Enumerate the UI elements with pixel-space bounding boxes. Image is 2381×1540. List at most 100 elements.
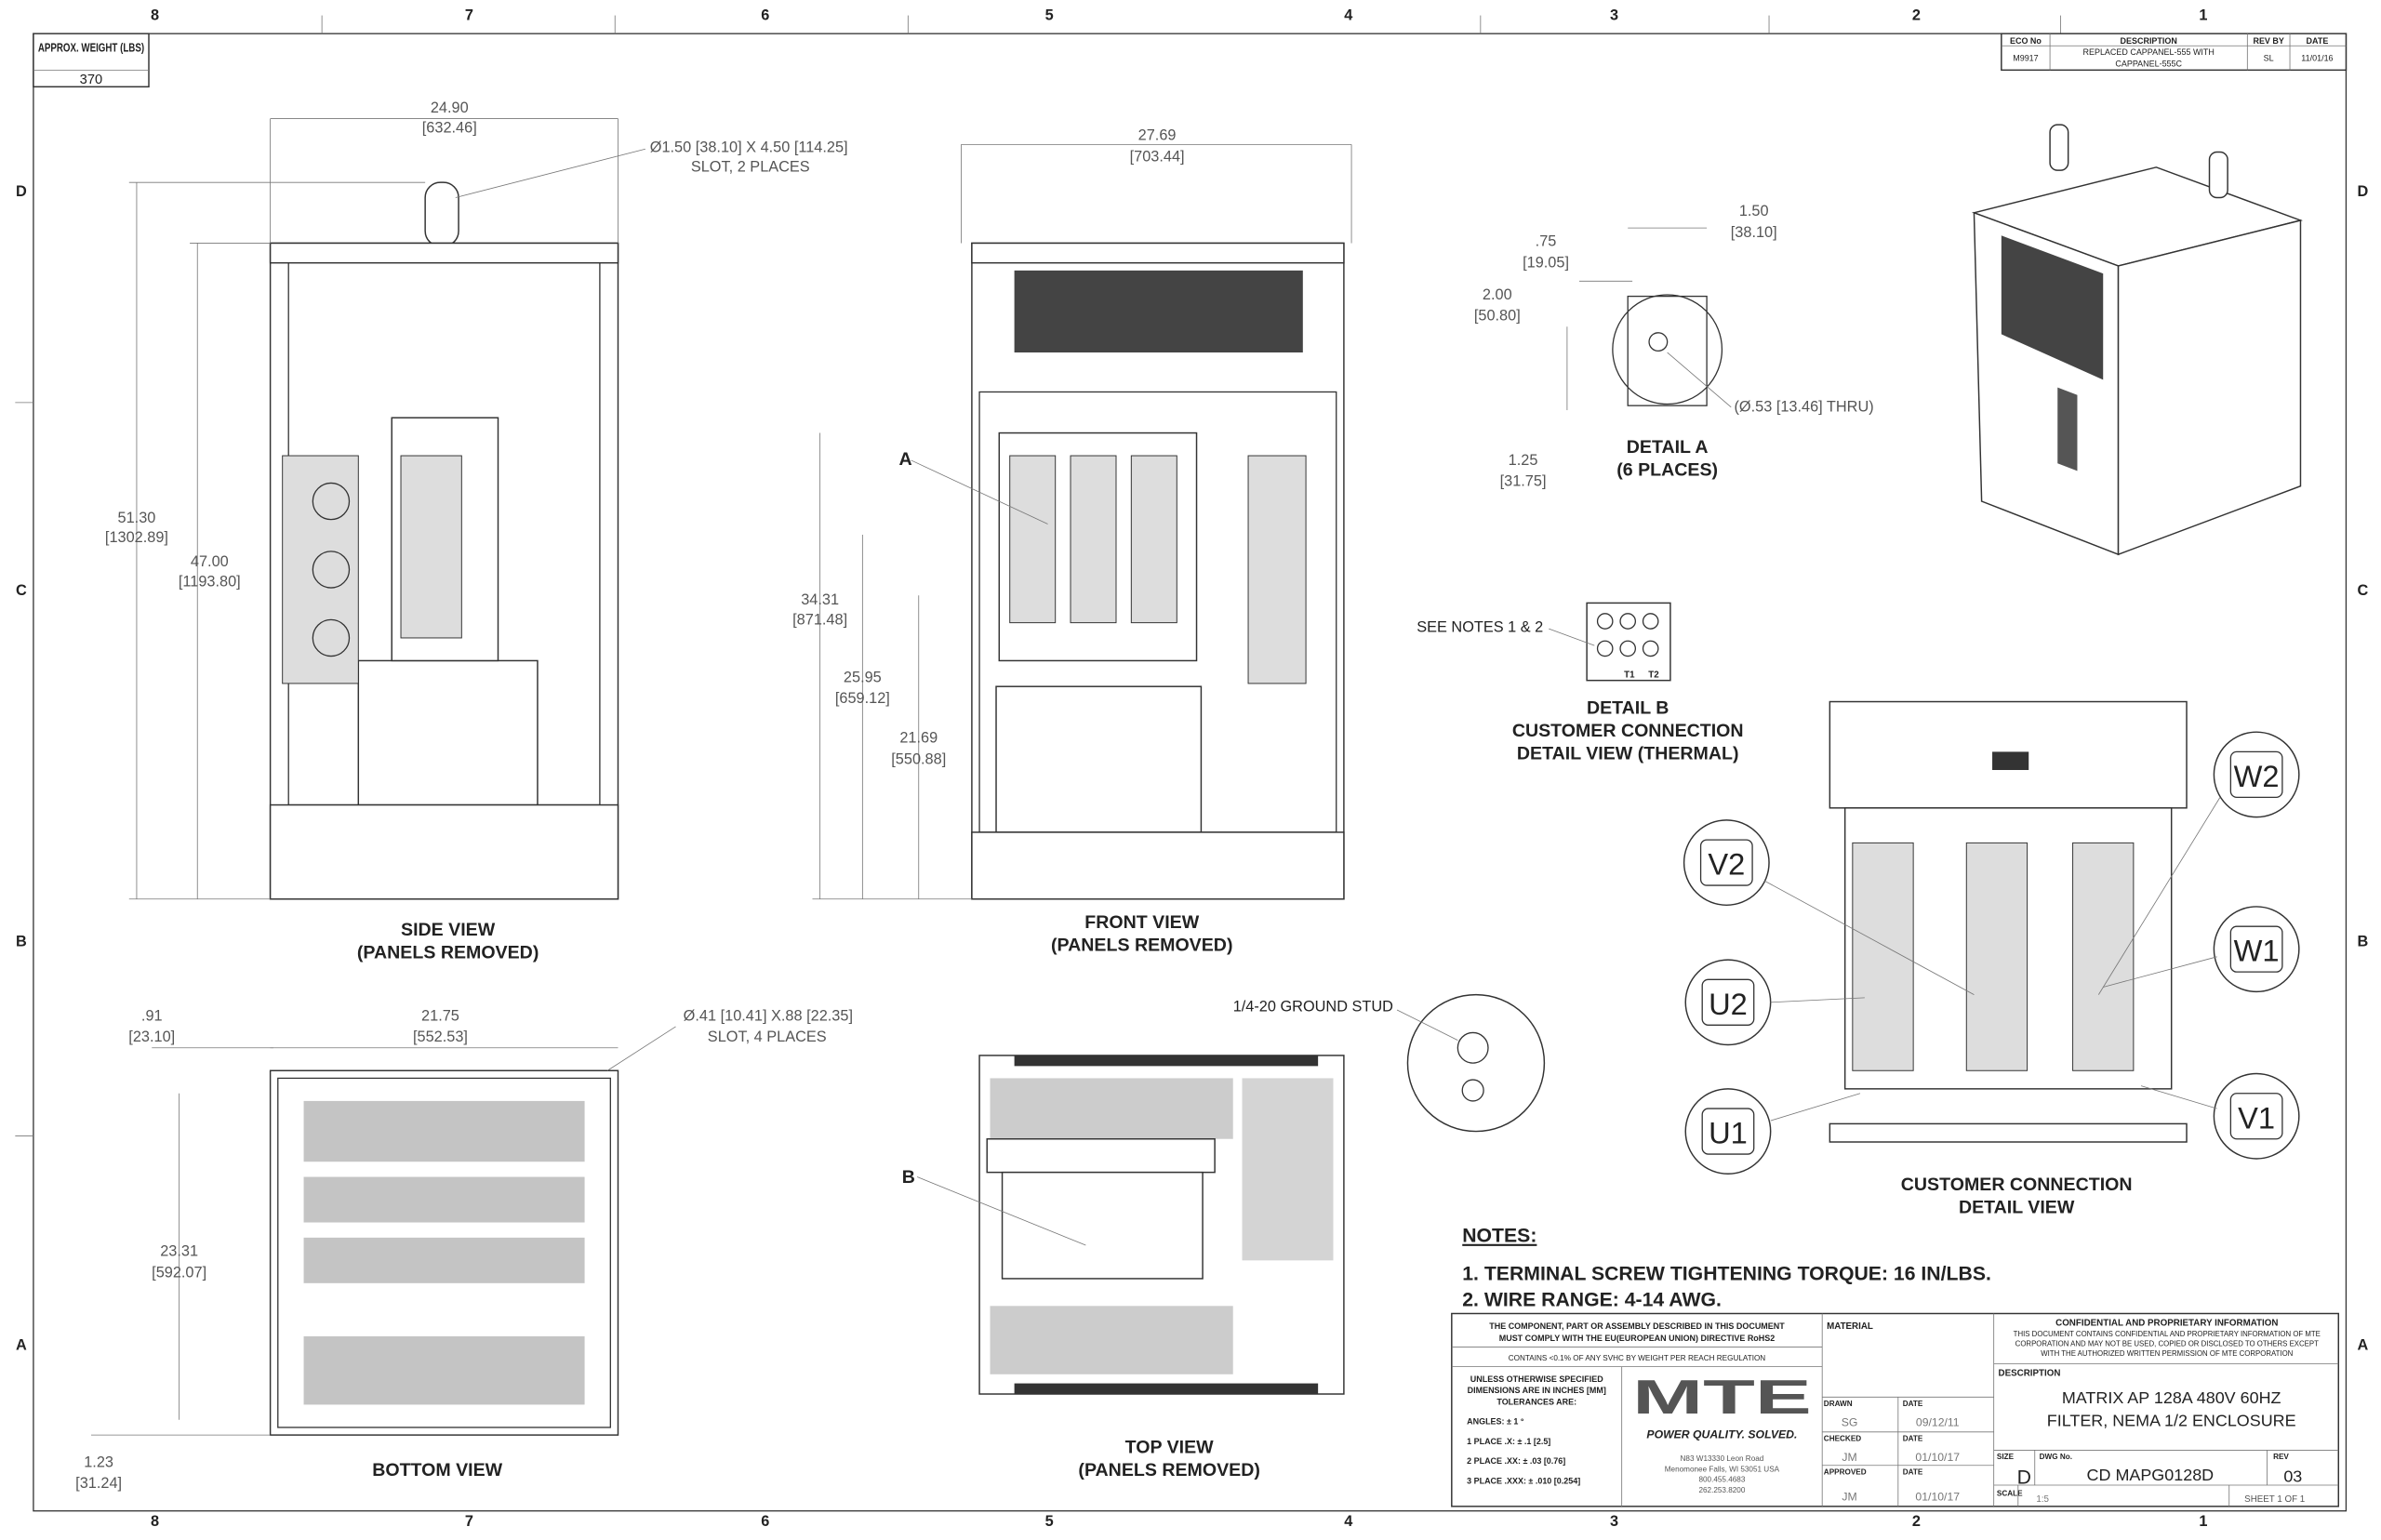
zone-row: A [16, 1337, 27, 1354]
dim: 23.31 [160, 1242, 198, 1259]
approved-by: JM [1842, 1490, 1856, 1503]
zone-col: 4 [1344, 7, 1352, 23]
approved-label: APPROVED [1824, 1468, 1867, 1477]
scale-label: SCALE [1997, 1489, 2023, 1497]
tolerance-text: UNLESS OTHERWISE SPECIFIED [1470, 1374, 1603, 1384]
dim-overall-height: 51.30 [118, 510, 156, 526]
tolerance-1place: 1 PLACE .X: ± .1 [2.5] [1467, 1437, 1550, 1446]
detail-a: .75 [19.05] 1.50 [38.10] 2.00 [50.80] 1.… [1474, 203, 1874, 490]
description-line: MATRIX AP 128A 480V 60HZ [2062, 1388, 2281, 1407]
zone-row: D [16, 183, 27, 200]
address-line: Menomonee Falls, WI 53051 USA [1665, 1465, 1780, 1473]
slot-note: SLOT, 2 PLACES [691, 159, 810, 176]
rev-header: ECO No [2010, 36, 2042, 46]
zone-row: C [16, 582, 27, 599]
dim-height-mm: [550.88] [891, 750, 946, 767]
terminal-u2: U2 [1709, 987, 1748, 1021]
checked-date: 01/10/17 [1915, 1451, 1960, 1464]
rev-header: DESCRIPTION [2121, 36, 2177, 46]
detail-subtitle: (6 PLACES) [1616, 459, 1718, 480]
zone-col: 6 [761, 7, 769, 23]
zone-col: 3 [1610, 1513, 1618, 1530]
notes: NOTES: 1. TERMINAL SCREW TIGHTENING TORQ… [1462, 1226, 1991, 1311]
rev-label: REV [2273, 1453, 2289, 1461]
drawing-number: CD MAPG0128D [2087, 1466, 2215, 1484]
address-line: N83 W13330 Leon Road [1681, 1454, 1764, 1463]
slot-note: Ø1.50 [38.10] X 4.50 [114.25] [650, 139, 848, 156]
rev-header: DATE [2307, 36, 2329, 46]
tolerance-text: DIMENSIONS ARE IN INCHES [MM] [1468, 1386, 1606, 1395]
dim-mm: [552.53] [413, 1029, 468, 1045]
notes-heading: NOTES: [1462, 1226, 1536, 1247]
title-block: THE COMPONENT, PART OR ASSEMBLY DESCRIBE… [1451, 1312, 2340, 1507]
dim-width-mm: [703.44] [1130, 148, 1185, 165]
tolerance-3place: 3 PLACE .XXX: ± .010 [0.254] [1467, 1476, 1580, 1485]
view-title: CUSTOMER CONNECTION [1901, 1175, 2133, 1195]
zone-col: 5 [1045, 7, 1054, 23]
date-label: DATE [1903, 1468, 1923, 1477]
front-view: A 27.69 [703.44] 34.31 [871.48] 25.95 [6… [792, 126, 1352, 955]
callout-a: A [899, 449, 912, 470]
customer-connection-view: V2 U2 U1 W2 W1 V1 CUSTOMER CONNECTION DE… [1683, 700, 2300, 1218]
view-title: TOP VIEW [1125, 1438, 1215, 1458]
zone-col: 6 [761, 1513, 769, 1530]
date-label: DATE [1903, 1435, 1923, 1443]
zone-row: D [2358, 183, 2369, 200]
zone-row: B [2358, 933, 2369, 949]
zone-col: 7 [465, 1513, 473, 1530]
checked-by: JM [1842, 1451, 1856, 1464]
weight-label: APPROX. WEIGHT (LBS) [38, 41, 144, 55]
dim-width-mm: [632.46] [422, 119, 477, 136]
description-line: FILTER, NEMA 1/2 ENCLOSURE [2047, 1411, 2296, 1429]
confidential-text: CORPORATION AND MAY NOT BE USED, COPIED … [2015, 1340, 2319, 1348]
terminal-v1: V1 [2238, 1100, 2275, 1135]
rev-by: SL [2264, 54, 2274, 63]
weight-box: APPROX. WEIGHT (LBS) 370 [33, 33, 150, 88]
drawn-date: 09/12/11 [1916, 1415, 1960, 1428]
dim-overall-height-mm: [1302.89] [105, 529, 168, 546]
view-subtitle: (PANELS REMOVED) [1078, 1460, 1259, 1480]
reach-text: CONTAINS <0.1% OF ANY SVHC BY WEIGHT PER… [1509, 1354, 1766, 1362]
slot-note: Ø.41 [10.41] X.88 [22.35] [684, 1007, 853, 1024]
logo-text: MTE [1632, 1371, 1812, 1425]
zone-row: C [2358, 582, 2369, 599]
dim-height-mm: [871.48] [792, 611, 847, 628]
size-value: D [2017, 1467, 2031, 1488]
rohs-text: MUST COMPLY WITH THE EU(EUROPEAN UNION) … [1499, 1334, 1775, 1343]
terminal-w2: W2 [2234, 759, 2280, 793]
dim: 1.23 [84, 1454, 113, 1470]
zone-col: 4 [1344, 1513, 1352, 1530]
dim-width: 24.90 [431, 100, 469, 116]
dim-mm: [23.10] [128, 1029, 175, 1045]
dim: .75 [1536, 233, 1557, 250]
see-notes: SEE NOTES 1 & 2 [1417, 618, 1543, 635]
rev-date: 11/01/16 [2301, 54, 2333, 63]
dim: 1.25 [1509, 452, 1538, 469]
rohs-text: THE COMPONENT, PART OR ASSEMBLY DESCRIBE… [1489, 1321, 1785, 1331]
approved-date: 01/10/17 [1915, 1490, 1960, 1503]
bottom-view: .91 [23.10] 21.75 [552.53] 23.31 [592.07… [75, 1007, 853, 1492]
side-view: 24.90 [632.46] 51.30 [1302.89] 47.00 [11… [105, 100, 848, 962]
top-view: B 1/4-20 GROUND STUD TOP VIEW (PANELS RE… [902, 993, 1546, 1480]
detail-subtitle: DETAIL VIEW (THERMAL) [1517, 744, 1739, 764]
view-subtitle: (PANELS REMOVED) [357, 942, 539, 962]
isometric-view [1971, 124, 2303, 556]
dim-mm: [31.75] [1500, 473, 1547, 490]
address-line: 262.253.8200 [1698, 1486, 1745, 1494]
rev-eco: M9917 [2013, 54, 2038, 63]
zone-col: 2 [1912, 1513, 1921, 1530]
dim-height: 47.00 [191, 553, 229, 570]
ground-stud-label: 1/4-20 GROUND STUD [1233, 999, 1393, 1016]
detail-b: T1 T2 SEE NOTES 1 & 2 DETAIL B CUSTOMER … [1417, 602, 1744, 764]
drawn-by: SG [1842, 1415, 1858, 1428]
terminal-t2: T2 [1648, 670, 1659, 680]
drawing-border [33, 33, 2348, 1512]
logo-tagline: POWER QUALITY. SOLVED. [1646, 1427, 1797, 1440]
date-label: DATE [1903, 1400, 1923, 1408]
zone-col: 3 [1610, 7, 1618, 23]
dim-height: 21.69 [899, 730, 938, 747]
zone-col: 1 [2199, 1513, 2207, 1530]
confidential-title: CONFIDENTIAL AND PROPRIETARY INFORMATION [2055, 1319, 2278, 1329]
hole-note: (Ø.53 [13.46] THRU) [1734, 399, 1873, 416]
